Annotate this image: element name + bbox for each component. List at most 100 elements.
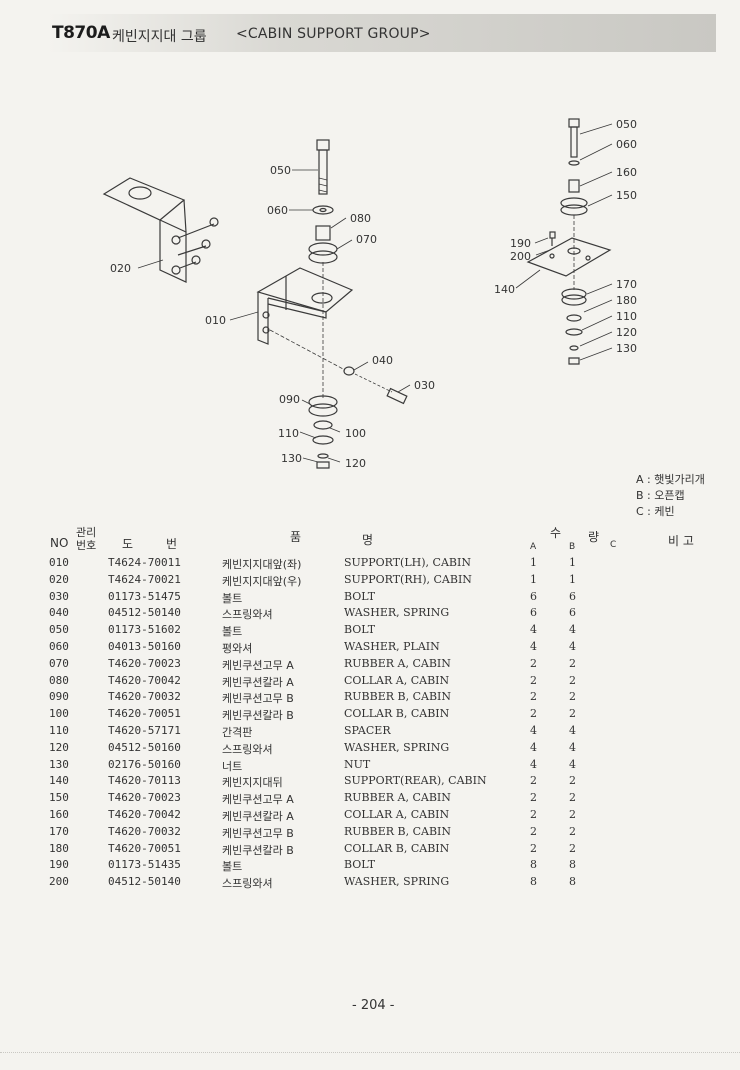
cell-name-english: NUT [344,757,371,771]
cell-part-number: T4620-70032 [108,690,181,704]
cell-part-number: T4620-70023 [108,791,181,805]
callout-110-mid: 110 [278,427,299,440]
title-english: <CABIN SUPPORT GROUP> [236,26,431,42]
cell-qty-b: 2 [569,791,576,805]
callout-130-mid: 130 [281,452,302,465]
header-item: 품 [290,530,302,544]
cell-name-korean: 볼트 [222,625,243,639]
cell-qty-a: 4 [530,740,537,754]
cell-no: 140 [49,774,69,788]
cell-part-number: 04013-50160 [108,639,181,653]
cell-no: 040 [49,606,69,620]
cell-qty-b: 8 [569,875,576,889]
cell-no: 010 [49,556,69,569]
legend-a: A : 햇빛가리개 [636,473,705,486]
cell-qty-a: 6 [530,606,537,620]
cell-name-english: WASHER, PLAIN [344,639,440,653]
front-support-lh-drawing [256,139,408,469]
cell-qty-b: 2 [569,656,576,670]
cell-no: 180 [49,841,69,855]
cell-name-english: SUPPORT(REAR), CABIN [344,774,487,788]
cell-part-number: T4624-70011 [108,556,181,569]
header-no: NO [50,536,69,550]
cell-no: 150 [49,791,69,805]
cell-no: 110 [49,723,69,737]
cell-part-number: T4620-70051 [108,707,181,721]
cell-no: 030 [49,589,69,603]
cell-qty-a: 4 [530,623,537,637]
cell-no: 170 [49,824,69,838]
cell-qty-a: 2 [530,841,537,855]
cell-name-english: RUBBER A, CABIN [344,656,451,670]
cell-qty-b: 4 [569,740,576,754]
rear-support-drawing [526,118,612,365]
cell-no: 060 [49,639,69,653]
cell-part-number: 04512-50140 [108,606,181,620]
callout-200-right: 200 [510,250,531,263]
header-number: 번 [166,537,178,551]
cell-name-english: RUBBER B, CABIN [344,690,452,704]
callout-090-mid: 090 [279,393,300,406]
callout-010-mid: 010 [205,314,226,327]
model-code: T870A [52,23,110,43]
cell-name-korean: 스프링와셔 [222,877,273,891]
cell-name-english: SUPPORT(LH), CABIN [344,556,471,569]
cell-qty-a: 4 [530,723,537,737]
cell-part-number: T4620-70113 [108,774,181,788]
cell-qty-b: 4 [569,723,576,737]
cell-name-korean: 케빈지지대뒤 [222,776,283,790]
cell-name-korean: 케빈지지대앞(우) [222,574,302,588]
cell-name-english: RUBBER B, CABIN [344,824,452,838]
callout-180-right: 180 [616,294,637,307]
cell-name-korean: 케빈쿠션고무 A [222,658,294,672]
cell-part-number: T4620-70051 [108,841,181,855]
cell-name-english: COLLAR B, CABIN [344,841,450,855]
cell-qty-a: 1 [530,556,537,569]
callout-120-mid: 120 [345,457,366,470]
cell-name-english: BOLT [344,589,376,603]
callout-050-mid: 050 [270,164,291,177]
cell-name-english: COLLAR B, CABIN [344,707,450,721]
page-number: - 204 - [352,998,395,1013]
cell-part-number: 01173-51435 [108,858,181,872]
cell-qty-a: 4 [530,639,537,653]
cell-part-number: 01173-51475 [108,589,181,603]
parts-table-header: NO 관리 번호 도 번 품 명 수 량 A B C 비 고 [0,524,740,554]
header-mgmt-top: 관리 [76,526,97,539]
title-korean: 케빈지지대 그룹 [112,29,207,45]
cell-name-korean: 케빈쿠션칼라 A [222,809,294,823]
cell-name-korean: 케빈쿠션고무 A [222,793,294,807]
cell-no: 160 [49,807,69,821]
table-row: 140 T4620-70113 케빈지지대뒤 SUPPORT(REAR), CABIN… [0,772,740,789]
cell-qty-b: 4 [569,639,576,653]
cell-qty-a: 2 [530,774,537,788]
cell-name-english: BOLT [344,623,376,637]
cell-no: 120 [49,740,69,754]
cell-qty-a: 6 [530,589,537,603]
cell-qty-a: 2 [530,807,537,821]
header-qty-ryang: 량 [588,530,600,544]
cell-qty-b: 1 [569,556,576,569]
cell-qty-a: 2 [530,673,537,687]
callout-150-right: 150 [616,189,637,202]
cell-part-number: T4620-70023 [108,656,181,670]
cell-name-english: SPACER [344,723,391,737]
cell-name-english: WASHER, SPRING [344,875,450,889]
cell-name-korean: 간격판 [222,725,253,739]
header-drawing: 도 [122,537,134,551]
callout-040-mid: 040 [372,354,393,367]
cell-no: 070 [49,656,69,670]
cell-name-english: SUPPORT(RH), CABIN [344,572,472,586]
cell-name-korean: 스프링와셔 [222,608,273,622]
cell-name-english: WASHER, SPRING [344,740,450,754]
cell-qty-a: 4 [530,757,537,771]
cell-qty-b: 2 [569,707,576,721]
